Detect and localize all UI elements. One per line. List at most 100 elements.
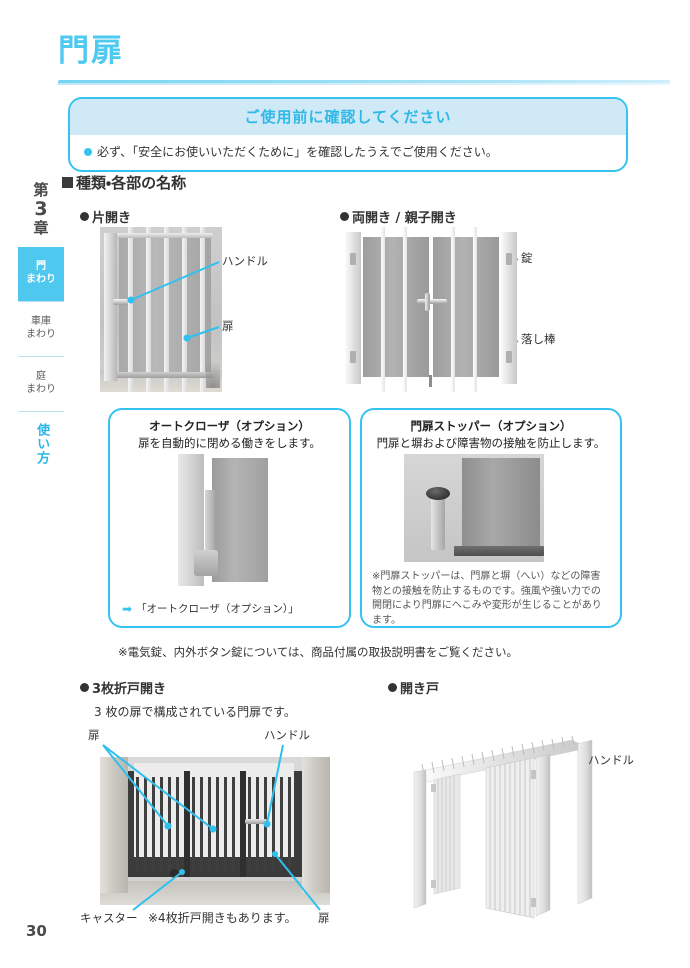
figure-swing-door: 開き戸 [388, 678, 439, 697]
gate-post [104, 233, 117, 381]
picket [272, 777, 275, 871]
pillar-left [100, 757, 128, 893]
figure-fold3-description: 3 枚の扉で構成されている門扉です。 [94, 705, 296, 719]
sidebar-item-garage[interactable]: 車庫 まわり [18, 300, 64, 356]
closer-body [194, 550, 218, 576]
figure-single-gate-heading: 片開き [80, 207, 131, 226]
gate-slat [403, 227, 407, 392]
figure-double-gate-heading: 両開き / 親子開き [340, 207, 457, 226]
gate-frame-top [117, 233, 213, 238]
sidebar-item-garden[interactable]: 庭 まわり [18, 355, 64, 411]
figure-single-gate-label: 片開き [92, 211, 132, 226]
sidebar-item-garden-line1: 庭 [36, 371, 46, 383]
chapter-label-top: 第 [33, 181, 49, 199]
bullet-icon [84, 148, 92, 156]
stopper-post [431, 496, 445, 550]
gate-slat [451, 227, 455, 392]
option-closer-link-label: 「オートクローザ（オプション）」 [136, 603, 299, 615]
picket [256, 777, 259, 871]
lock-footnote: ※電気錠、内外ボタン錠については、商品付属の取扱説明書をご覧ください。 [118, 645, 519, 659]
picket [280, 777, 283, 871]
option-stopper-title: 門扉ストッパー（オプション） [410, 419, 572, 433]
sidebar-item-garage-line2: まわり [26, 328, 56, 340]
sidebar-item-gate-line2: まわり [26, 273, 56, 285]
photo-ground [100, 881, 330, 905]
sidebar-item-garden-line2: まわり [26, 383, 56, 395]
gate-slat [182, 227, 187, 392]
pillar-right [302, 757, 330, 893]
picket [176, 777, 179, 871]
picket [208, 777, 211, 871]
title-rule [58, 80, 670, 85]
gate-hinge [350, 351, 356, 363]
photo-single-gate [100, 227, 222, 392]
panel-divider [240, 771, 246, 877]
sidebar-item-garage-line1: 車庫 [31, 316, 51, 328]
gate-post-right [501, 232, 517, 384]
picket [144, 777, 147, 871]
figure-swing-door-heading: 開き戸 [388, 678, 439, 697]
callout-door-fold3-right: 扉 [318, 911, 330, 925]
option-closer-title: オートクローザ（オプション） [149, 419, 310, 433]
option-closer-link[interactable]: ➡ 「オートクローザ（オプション）」 [114, 601, 299, 616]
gate-slat [200, 227, 205, 392]
gate-hinge [506, 351, 512, 363]
figure-swing-door-label: 開き戸 [400, 682, 440, 697]
page-number: 30 [26, 922, 47, 940]
figure-double-gate: 両開き / 親子開き [340, 207, 457, 226]
fence-panel [462, 458, 540, 554]
picket [200, 777, 203, 871]
notice-heading: ご使用前に確認してください [70, 99, 626, 135]
panel-divider [184, 771, 190, 877]
gate-hinge [506, 253, 512, 265]
caster-wheel [170, 869, 179, 878]
sidebar-item-howto-label: 使い方 [34, 422, 50, 465]
figure-double-gate-label: 両開き / 親子開き [352, 211, 457, 226]
callout-door-single: 扉 [222, 319, 234, 333]
figure-single-gate: 片開き [80, 207, 131, 226]
gate-handle [245, 819, 267, 824]
option-card-auto-closer: オートクローザ（オプション） 扉を自動的に閉める働きをします。 ➡ 「オートクロ… [108, 408, 351, 628]
gate-slat [164, 227, 169, 392]
picket [232, 777, 235, 871]
figure-fold3-gate: 3枚折戸開き 3 枚の扉で構成されている門扉です。 [80, 678, 296, 720]
stopper-cap [426, 487, 450, 500]
figure-fold3-label: 3枚折戸開き [92, 682, 167, 697]
option-stopper-subtitle: 門扉と塀および障害物の接触を防止します。 [376, 436, 606, 450]
callout-handle-fold3: ハンドル [264, 728, 310, 742]
callout-handle-single: ハンドル [222, 254, 268, 268]
picket [224, 777, 227, 871]
sidebar-item-gate[interactable]: 門 まわり [18, 246, 64, 301]
photo-auto-closer [172, 454, 276, 586]
figure-fold3-heading: 3枚折戸開き [80, 678, 296, 697]
picket [168, 777, 171, 871]
fold3-footnote: ※4枚折戸開きもあります。 [148, 911, 297, 925]
callout-caster: キャスター [80, 911, 138, 925]
callout-lock: 錠 [521, 251, 533, 265]
option-stopper-note: ※門扉ストッパーは、門扉と塀（へい）などの障害物との接触を防止するものです。強風… [372, 571, 602, 626]
callout-door-fold3: 扉 [88, 728, 100, 742]
gate-slat [473, 227, 477, 392]
gate-slat [146, 227, 151, 392]
chapter-indicator: 第 3 章 [18, 180, 64, 247]
picket [152, 777, 155, 871]
sidebar-item-howto[interactable]: 使い方 [18, 410, 64, 476]
sidebar: 第 3 章 門 まわり 車庫 まわり 庭 まわり 使い方 [18, 180, 64, 476]
photo-swing-door [400, 712, 630, 927]
gate-hinge [350, 253, 356, 265]
foliage [206, 344, 220, 388]
page-title: 門扉 [58, 33, 124, 69]
notice-body: 必ず、「安全にお使いいただくために」を確認したうえでご使用ください。 [70, 135, 626, 170]
option-closer-subtitle: 扉を自動的に閉める働きをします。 [138, 436, 321, 450]
fence-base [454, 546, 544, 556]
round-bullet-icon [80, 212, 89, 221]
picket [216, 777, 219, 871]
photo-fold3-gate [100, 757, 330, 905]
picket [160, 777, 163, 871]
picket [288, 777, 291, 871]
chapter-label-bottom: 章 [33, 219, 49, 238]
closer-arm [205, 490, 215, 566]
callout-drop-rod: 落し棒 [521, 332, 556, 346]
gate-frame-bottom [117, 372, 213, 378]
